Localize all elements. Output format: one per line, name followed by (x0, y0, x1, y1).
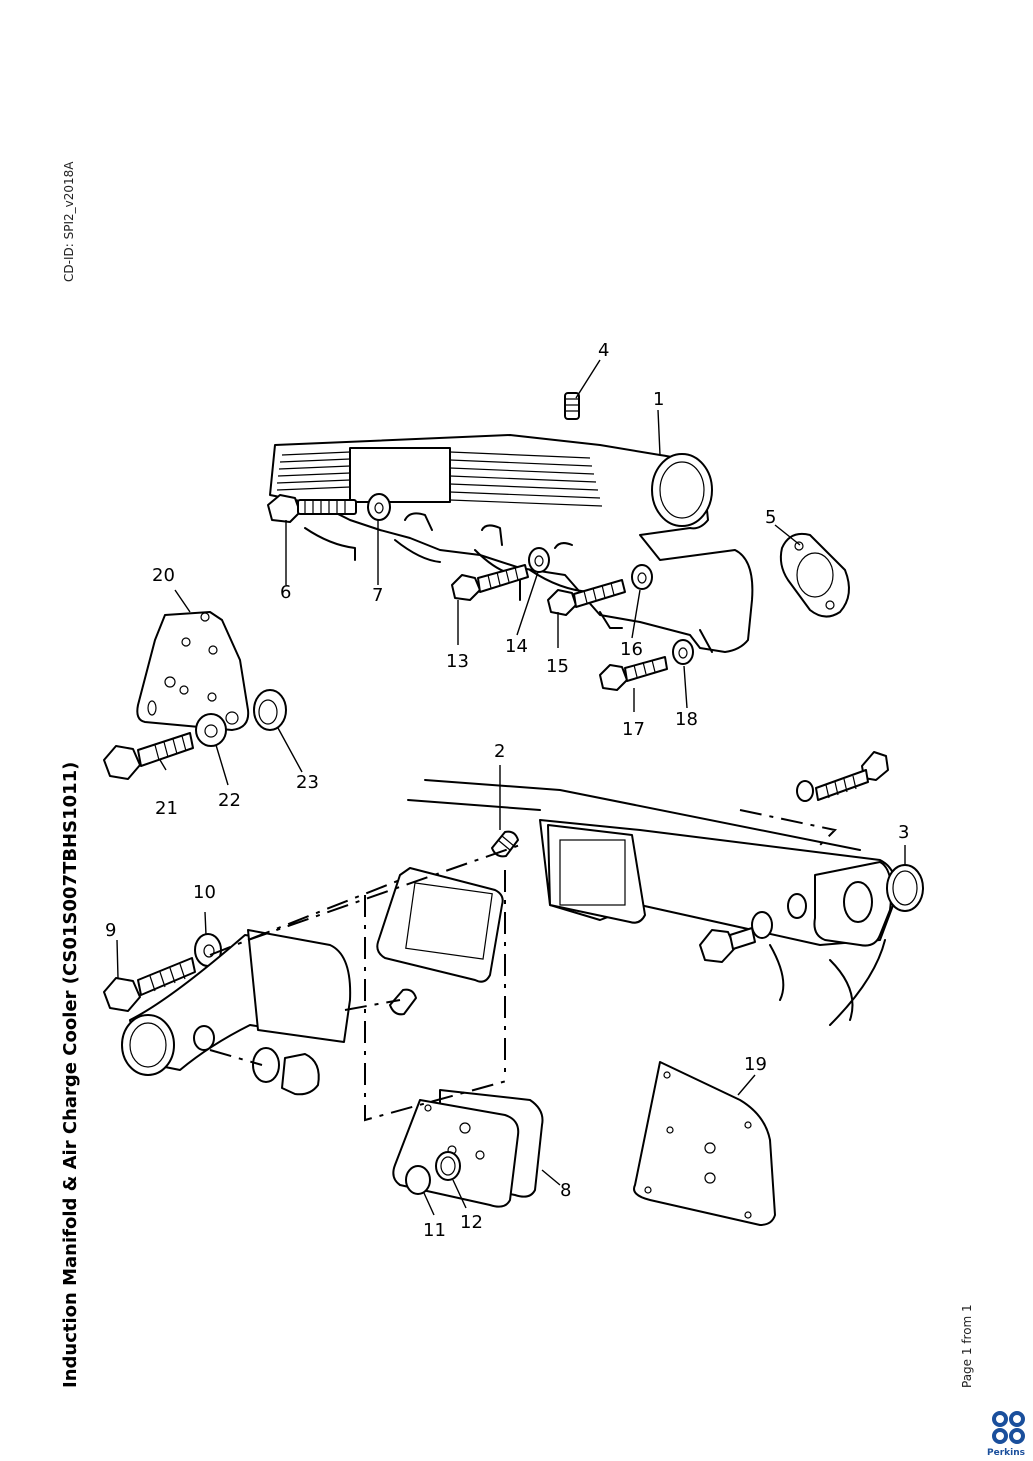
callout-7: 7 (372, 585, 383, 606)
callout-15: 15 (546, 656, 569, 677)
part-23-spacer (253, 689, 287, 731)
callout-3: 3 (898, 822, 909, 843)
upper-right-bolt (796, 751, 889, 802)
part-19-gasket (633, 1061, 776, 1226)
part-8-cover-plates (376, 867, 544, 1208)
callout-12: 12 (460, 1212, 483, 1233)
part-21-bolt (103, 732, 194, 780)
drain-plug (699, 893, 807, 963)
callout-17: 17 (622, 719, 645, 740)
callout-22: 22 (218, 790, 241, 811)
callout-13: 13 (446, 651, 469, 672)
callout-10: 10 (193, 882, 216, 903)
perkins-logo-icon (992, 1411, 1025, 1444)
callout-5: 5 (765, 507, 776, 528)
part-13-bolt (451, 564, 529, 601)
brand-name: Perkins (987, 1448, 1025, 1458)
callout-9: 9 (105, 920, 116, 941)
end-housing (121, 929, 352, 1076)
part-14-washer (528, 547, 550, 573)
callout-16: 16 (620, 639, 643, 660)
callout-20: 20 (152, 565, 175, 586)
part-3-o-ring (886, 864, 924, 912)
callout-23: 23 (296, 772, 319, 793)
part-1-induction-manifold (269, 434, 754, 653)
part-22-washer (195, 713, 227, 747)
part-18-washer (672, 639, 694, 665)
part-4-stud (564, 392, 580, 420)
callout-11: 11 (423, 1220, 446, 1241)
callout-19: 19 (744, 1054, 767, 1075)
callout-1: 1 (653, 389, 664, 410)
part-7-washer (367, 493, 391, 521)
part-17-bolt (599, 656, 668, 691)
callout-14: 14 (505, 636, 528, 657)
part-6-bolt (267, 494, 357, 523)
callout-6: 6 (280, 582, 291, 603)
callout-18: 18 (675, 709, 698, 730)
part-12-o-ring (435, 1151, 461, 1181)
callout-21: 21 (155, 798, 178, 819)
part-16-washer (631, 564, 653, 590)
callout-2: 2 (494, 741, 505, 762)
part-5-gasket (779, 532, 850, 618)
part-20-bracket (136, 611, 250, 731)
mid-stud (389, 988, 417, 1016)
part-15-bolt (547, 579, 626, 616)
side-plug (252, 1047, 320, 1096)
callout-4: 4 (598, 340, 609, 361)
part-11-plug (405, 1165, 431, 1195)
part-9-bolt (103, 957, 196, 1012)
callout-8: 8 (560, 1180, 571, 1201)
air-charge-cooler-body (407, 779, 897, 1026)
